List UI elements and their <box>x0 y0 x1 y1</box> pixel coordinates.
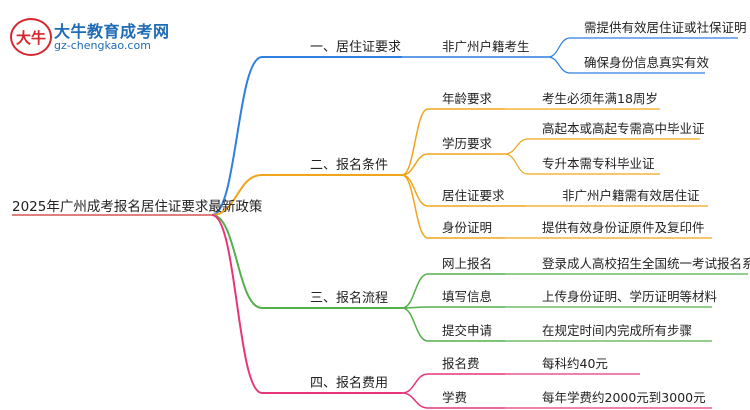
subtopic-node: 网上报名 <box>442 256 492 271</box>
branch-edge <box>211 214 263 309</box>
logo-mark-icon: 大牛 <box>10 18 52 56</box>
leaf-edge <box>504 153 529 175</box>
leaf-node: 每科约40元 <box>542 356 608 371</box>
subtopic-node: 提交申请 <box>442 323 492 338</box>
branch-node: 三、报名流程 <box>310 290 388 306</box>
leaf-node: 非广州户籍需有效居住证 <box>562 188 700 203</box>
leaf-node: 在规定时间内完成所有步骤 <box>542 323 692 338</box>
leaf-edge <box>547 56 571 74</box>
leaf-node: 登录成人高校招生全国统一考试报名系统 <box>542 256 750 271</box>
logo-site-name: 大牛教育成考网 <box>54 22 170 41</box>
branch-edge <box>211 56 263 216</box>
root-node: 2025年广州成考报名居住证要求最新政策 <box>12 198 263 215</box>
logo-site-url: gz-chengkao.com <box>54 39 151 52</box>
branch-edge <box>211 214 263 394</box>
leaf-node: 专升本需专科毕业证 <box>542 156 655 171</box>
mind-map-edges <box>12 37 748 409</box>
subtopic-edge <box>401 273 429 309</box>
subtopic-edge <box>401 392 429 409</box>
subtopic-node: 身份证明 <box>442 220 492 235</box>
subtopic-node: 居住证要求 <box>442 188 505 203</box>
subtopic-node: 学历要求 <box>442 136 493 151</box>
subtopic-node: 年龄要求 <box>442 91 493 106</box>
mind-map-nodes: 2025年广州成考报名居住证要求最新政策 一、居住证要求 非广州户籍考生 需提供有效居… <box>12 20 750 405</box>
subtopic-node: 报名费 <box>442 356 480 371</box>
subtopic-edge <box>401 108 429 176</box>
subtopic-node: 学费 <box>442 390 467 405</box>
leaf-node: 提供有效身份证原件及复印件 <box>542 220 705 235</box>
subtopic-node: 非广州户籍考生 <box>442 39 530 54</box>
subtopic-edge <box>401 373 429 394</box>
subtopic-edge <box>401 174 429 207</box>
leaf-node: 上传身份证明、学历证明等材料 <box>542 289 718 304</box>
branch-edge <box>211 174 263 216</box>
branch-node: 四、报名费用 <box>310 375 388 391</box>
subtopic-edge <box>401 153 429 176</box>
branch-node: 二、报名条件 <box>310 157 388 173</box>
site-logo: 大牛 大牛教育成考网 gz-chengkao.com <box>10 14 180 58</box>
leaf-node: 需提供有效居住证或社保证明 <box>584 20 747 35</box>
subtopic-node: 填写信息 <box>442 289 492 304</box>
leaf-edge <box>547 37 571 58</box>
branch-node: 一、居住证要求 <box>310 40 401 55</box>
leaf-node: 确保身份信息真实有效 <box>584 55 710 70</box>
leaf-edge <box>504 138 529 155</box>
leaf-node: 每年学费约2000元到3000元 <box>542 390 706 405</box>
leaf-node: 高起本或高起专需高中毕业证 <box>542 121 705 136</box>
subtopic-edge <box>401 174 429 239</box>
leaf-node: 考生必须年满18周岁 <box>542 91 658 106</box>
subtopic-edge <box>401 307 429 342</box>
